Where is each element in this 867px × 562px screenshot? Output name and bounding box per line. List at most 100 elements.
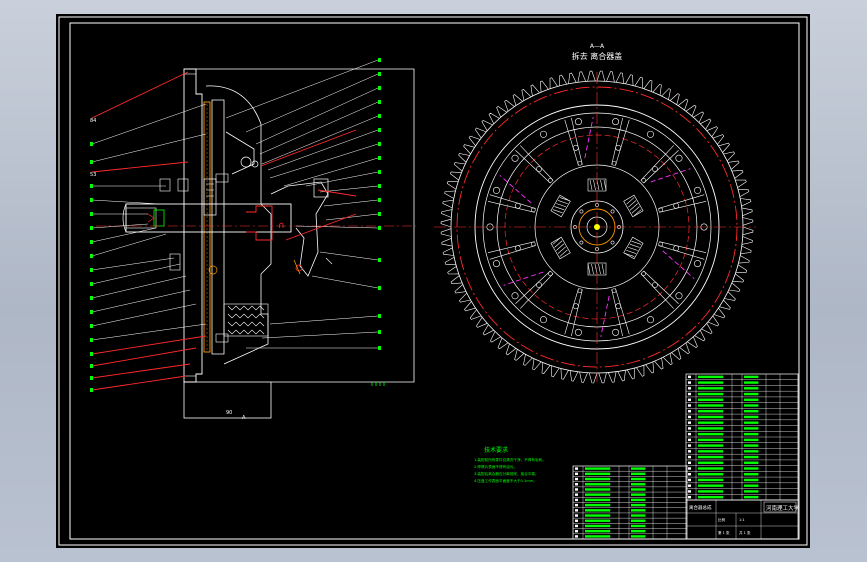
spring-window	[550, 194, 571, 218]
parts-cell-text	[698, 484, 724, 487]
parts-cell-text	[744, 381, 759, 384]
bolt-hole	[646, 316, 654, 324]
spring-coil	[559, 197, 570, 201]
parts-cell-num	[575, 493, 578, 496]
parts-cell-num	[688, 432, 691, 436]
drawing-title: 离合器总成	[689, 504, 712, 511]
parts-cell-text	[585, 477, 611, 481]
damper-spring	[587, 178, 607, 192]
spoke-line	[659, 201, 707, 213]
rivet-hole	[530, 241, 536, 247]
spring-coil	[626, 249, 637, 254]
hub-hole	[610, 209, 615, 214]
tech-line-3: 3.装配后离合器应分离彻底、接合平稳。	[474, 471, 539, 476]
parts-cell-text	[698, 450, 724, 453]
tech-line-4: 4.压盘工作表面平面度不大于0.1mm。	[474, 478, 537, 483]
parts-cell-text	[744, 473, 759, 476]
hub-hole	[579, 240, 584, 245]
spring-coil	[631, 240, 642, 245]
cad-drawing[interactable]: 90 A ∩	[56, 14, 810, 548]
section-view: 90 A ∩	[91, 59, 416, 421]
spoke-line	[640, 145, 674, 181]
parts-cell-text	[698, 473, 724, 476]
spring-coil	[629, 243, 640, 248]
bolt-hole	[612, 118, 620, 126]
spring-window	[550, 236, 571, 260]
bolt-hole	[612, 328, 620, 336]
parts-cell-text	[585, 488, 611, 491]
parts-cell-text	[698, 432, 724, 436]
parts-cell-num	[575, 529, 578, 533]
spring-coil	[589, 179, 593, 191]
parts-cell-text	[585, 467, 611, 470]
spoke-line	[615, 288, 630, 335]
damper-spring	[550, 194, 571, 218]
parts-cell-num	[688, 381, 691, 384]
parts-cell-num	[688, 461, 691, 464]
parts-cell-text	[631, 493, 646, 496]
parts-cell-text	[698, 392, 724, 396]
parts-cell-text	[698, 381, 724, 384]
parts-cell-text	[585, 514, 611, 517]
rivet-hole	[536, 166, 542, 172]
bolt-hole	[694, 260, 702, 268]
parts-cell-text	[698, 478, 724, 482]
bottom-mark: A	[242, 415, 246, 421]
hidden-line	[503, 271, 544, 286]
parts-cell-text	[631, 503, 646, 507]
parts-cell-num	[688, 490, 691, 493]
rivet-hole	[514, 202, 521, 209]
spoke-line	[564, 288, 579, 335]
spoke-line	[571, 289, 583, 337]
side-label-upper: 84	[90, 118, 96, 124]
bottom-dimension: 90	[226, 410, 232, 416]
spoke-line	[571, 117, 583, 165]
bolt-hole	[646, 130, 654, 138]
spring-coil	[627, 246, 638, 251]
rivet-hole	[615, 144, 622, 151]
spring-coil	[591, 263, 594, 275]
parts-cell-text	[631, 529, 646, 533]
rivet-hole	[530, 207, 536, 213]
parts-cell-text	[744, 410, 759, 413]
parts-cell-num	[575, 472, 578, 476]
leader-markers-right	[378, 58, 381, 350]
spoke-line	[615, 119, 630, 166]
parts-cell-text	[698, 467, 724, 470]
spring-coil	[559, 249, 568, 257]
sheet-label: 第 1 张	[718, 530, 730, 535]
hub-hole	[610, 240, 615, 245]
parts-cell-text	[631, 524, 646, 528]
bolt-hole	[574, 328, 582, 336]
spoke-line	[520, 273, 554, 309]
rivet-hole	[611, 288, 617, 294]
spring-coil	[596, 179, 600, 191]
spoke-line	[659, 241, 707, 253]
spoke-line	[515, 270, 551, 304]
parts-cell-text	[585, 519, 611, 522]
parts-cell-num	[688, 427, 691, 430]
parts-cell-num	[575, 503, 578, 507]
spoke-line	[658, 194, 705, 209]
spring-coil	[557, 246, 566, 254]
spoke-line	[487, 241, 535, 253]
rivet-hole	[652, 282, 658, 288]
parts-cell-text	[744, 495, 759, 499]
parts-cell-text	[744, 421, 759, 424]
parts-cell-num	[575, 524, 578, 528]
tech-requirements: 技术要求 1.装配前所有零件应清洗干净，不得有毛刺。 2.摩擦片表面不得有油污。…	[474, 446, 546, 483]
rivet-hole	[641, 178, 646, 183]
parts-cell-text	[585, 498, 611, 502]
hidden-line	[584, 116, 594, 159]
parts-cell-num	[575, 483, 578, 486]
parts-cell-text	[744, 461, 759, 464]
parts-cell-text	[698, 375, 724, 379]
spoke-line	[643, 150, 679, 184]
tech-requirements-title: 技术要求	[484, 446, 508, 454]
parts-cell-num	[575, 509, 578, 512]
parts-cell-text	[744, 427, 759, 430]
bolt-hole	[511, 154, 519, 162]
drawing-viewport[interactable]: 90 A ∩	[56, 14, 810, 548]
spoke-line	[564, 119, 579, 166]
section-title-mark: A—A	[590, 43, 605, 50]
